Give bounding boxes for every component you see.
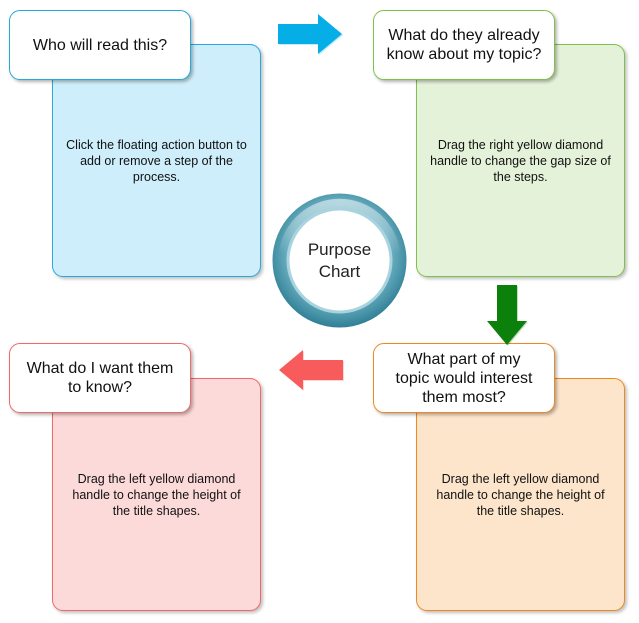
step-1-title[interactable]: Who will read this? <box>9 10 191 80</box>
step-3-title[interactable]: What part of my topic would interest the… <box>373 343 555 413</box>
step-1-description: Click the floating action button to add … <box>66 137 247 184</box>
hub-label: Purpose Chart <box>307 239 372 281</box>
step-2-description: Drag the right yellow diamond handle to … <box>430 137 611 184</box>
step-1-body[interactable]: Click the floating action button to add … <box>52 44 261 277</box>
step-4-title-text: What do I want them to know? <box>26 360 174 396</box>
step-4-body[interactable]: Drag the left yellow diamond handle to c… <box>52 378 261 611</box>
step-3-body[interactable]: Drag the left yellow diamond handle to c… <box>416 378 625 611</box>
step-3-description: Drag the left yellow diamond handle to c… <box>436 471 605 518</box>
arrow-left-icon <box>279 350 344 391</box>
step-2-title[interactable]: What do they already know about my topic… <box>373 10 555 80</box>
arrow-right-icon <box>278 14 343 55</box>
step-1-title-text: Who will read this? <box>32 36 168 54</box>
step-2-title-text: What do they already know about my topic… <box>386 27 542 63</box>
arrow-down-icon <box>487 285 528 346</box>
step-4-title[interactable]: What do I want them to know? <box>9 343 191 413</box>
step-3-title-text: What part of my topic would interest the… <box>395 350 533 406</box>
hub-ring-icon[interactable] <box>271 192 408 329</box>
step-4-description: Drag the left yellow diamond handle to c… <box>72 471 241 518</box>
